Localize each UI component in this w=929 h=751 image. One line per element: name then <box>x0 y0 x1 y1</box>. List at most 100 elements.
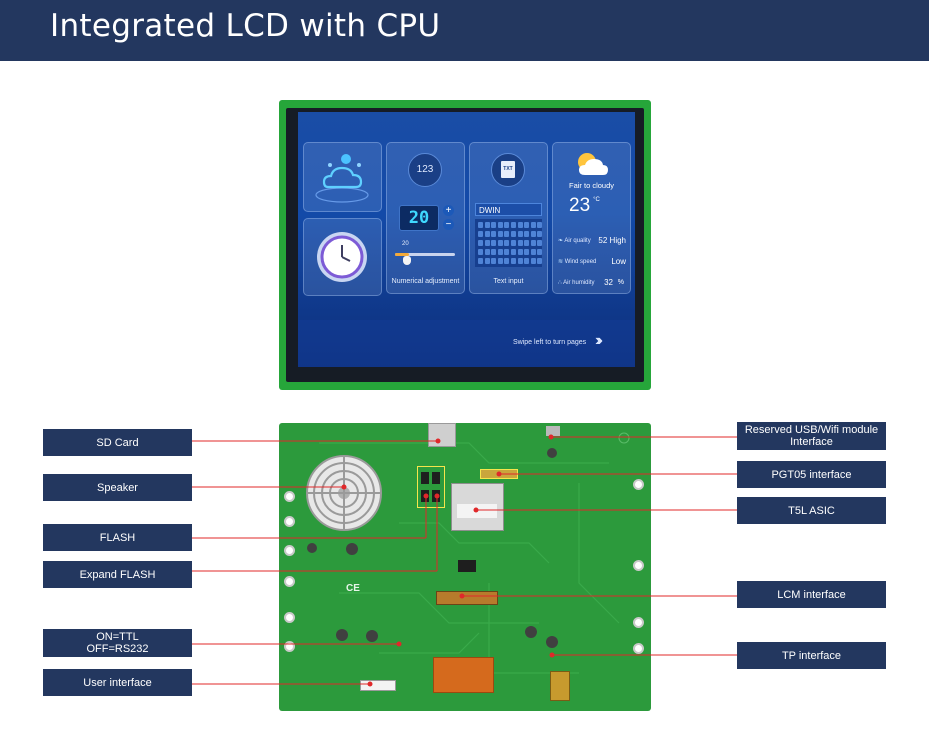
mounting-hole <box>284 576 295 587</box>
keyboard-key[interactable] <box>491 258 497 264</box>
keyboard-key[interactable] <box>517 258 523 264</box>
air-humidity-label: Air humidity <box>563 280 595 286</box>
tp-connector <box>550 671 570 701</box>
keyboard-key[interactable] <box>484 240 490 246</box>
callout-speaker-text: Speaker <box>97 481 138 494</box>
callout-pgt05: PGT05 interface <box>737 461 886 488</box>
keyboard-key[interactable] <box>478 222 483 228</box>
numeric-card-label: Numerical adjustment <box>391 278 460 285</box>
numeric-badge-icon: 123 <box>408 153 442 187</box>
user-interface-connector <box>360 680 396 691</box>
callout-user-interface: User interface <box>43 669 192 696</box>
keyboard-key[interactable] <box>517 240 523 246</box>
keyboard-key[interactable] <box>511 258 516 264</box>
mounting-hole <box>284 641 295 652</box>
keyboard-key[interactable] <box>504 249 510 255</box>
keyboard-key[interactable] <box>537 258 543 264</box>
keyboard-key[interactable] <box>537 222 543 228</box>
keyboard-key[interactable] <box>517 231 523 237</box>
clock-card <box>303 218 382 296</box>
keyboard-key[interactable] <box>484 231 490 237</box>
flash-chip-outline <box>417 466 445 508</box>
capacitor <box>547 448 557 458</box>
keyboard-key[interactable] <box>478 249 483 255</box>
keyboard-key[interactable] <box>497 258 503 264</box>
usb-wifi-pads <box>546 426 560 436</box>
keyboard-key[interactable] <box>491 249 497 255</box>
keyboard-key[interactable] <box>524 258 530 264</box>
keyboard-key[interactable] <box>530 231 536 237</box>
value-slider[interactable] <box>395 253 455 256</box>
keyboard-key[interactable] <box>484 249 490 255</box>
keyboard-key[interactable] <box>524 240 530 246</box>
keyboard-key[interactable] <box>537 240 543 246</box>
keyboard-key[interactable] <box>524 231 530 237</box>
document-icon: TXT <box>491 153 525 187</box>
keyboard-key[interactable] <box>504 231 510 237</box>
swipe-hint: Swipe left to turn pages <box>513 339 587 346</box>
keyboard-key[interactable] <box>497 249 503 255</box>
text-input-card: TXT DWIN Text input <box>469 142 548 294</box>
keyboard-key[interactable] <box>530 258 536 264</box>
ce-mark: CE <box>346 583 360 594</box>
text-input-card-label: Text input <box>493 278 524 285</box>
callout-sd-card: SD Card <box>43 429 192 456</box>
t5l-asic-chip <box>451 483 504 531</box>
keyboard-key[interactable] <box>537 231 543 237</box>
keyboard-key[interactable] <box>524 249 530 255</box>
callout-on-off: ON=TTL OFF=RS232 <box>43 629 192 657</box>
keyboard-key[interactable] <box>504 222 510 228</box>
capacitor <box>546 636 558 648</box>
callout-t5l-asic: T5L ASIC <box>737 497 886 524</box>
callout-t5l-asic-text: T5L ASIC <box>788 504 835 517</box>
mounting-hole <box>284 612 295 623</box>
lcm-connector <box>436 591 498 605</box>
keyboard-key[interactable] <box>478 240 483 246</box>
keyboard-key[interactable] <box>491 222 497 228</box>
on-screen-keyboard[interactable] <box>475 219 543 267</box>
keyboard-key[interactable] <box>497 240 503 246</box>
increment-button[interactable]: + <box>443 205 454 216</box>
temperature-value: 23°C <box>569 195 600 217</box>
keyboard-key[interactable] <box>537 249 543 255</box>
keyboard-key[interactable] <box>504 258 510 264</box>
air-quality-label: Air quality <box>564 238 591 244</box>
keyboard-key[interactable] <box>491 240 497 246</box>
capacitor <box>346 543 358 555</box>
slider-hand-icon <box>403 256 411 265</box>
keyboard-key[interactable] <box>484 258 490 264</box>
text-input-field[interactable]: DWIN <box>475 203 542 216</box>
header-banner: Integrated LCD with CPU <box>0 0 929 61</box>
sd-card-slot <box>428 423 456 447</box>
callout-lcm: LCM interface <box>737 581 886 608</box>
air-quality-value: 52 High <box>598 236 626 245</box>
callout-tp-text: TP interface <box>781 649 842 662</box>
cloud-card <box>303 142 382 212</box>
keyboard-key[interactable] <box>484 222 490 228</box>
decrement-button[interactable]: − <box>443 219 454 230</box>
keyboard-key[interactable] <box>530 240 536 246</box>
numeric-display: 20 <box>399 205 439 231</box>
cloud-icon <box>315 154 369 203</box>
keyboard-key[interactable] <box>497 231 503 237</box>
callout-on-off-text: ON=TTL OFF=RS232 <box>86 631 149 655</box>
keyboard-key[interactable] <box>497 222 503 228</box>
keyboard-key[interactable] <box>511 249 516 255</box>
keyboard-key[interactable] <box>530 222 536 228</box>
keyboard-key[interactable] <box>511 240 516 246</box>
keyboard-key[interactable] <box>517 222 523 228</box>
keyboard-key[interactable] <box>478 258 483 264</box>
weather-card: Fair to cloudy 23°C ❧ Air quality 52 Hig… <box>552 142 631 294</box>
keyboard-key[interactable] <box>530 249 536 255</box>
air-humidity-unit: % <box>617 279 624 286</box>
keyboard-key[interactable] <box>517 249 523 255</box>
keyboard-key[interactable] <box>511 222 516 228</box>
keyboard-key[interactable] <box>524 222 530 228</box>
keyboard-key[interactable] <box>511 231 516 237</box>
keyboard-key[interactable] <box>504 240 510 246</box>
keyboard-key[interactable] <box>491 231 497 237</box>
keyboard-key[interactable] <box>478 231 483 237</box>
capacitor <box>307 543 317 553</box>
clock-icon <box>317 232 367 282</box>
